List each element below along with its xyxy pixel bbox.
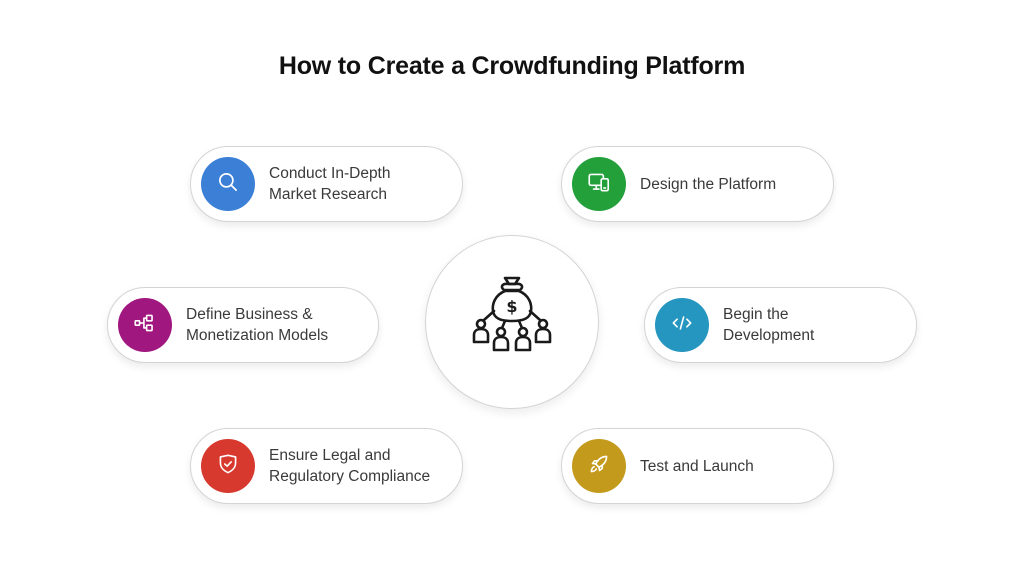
step-business-models: Define Business & Monetization Models [107, 287, 379, 363]
code-icon [669, 310, 695, 341]
page-title: How to Create a Crowdfunding Platform [278, 52, 746, 80]
shield-check-icon [215, 451, 241, 482]
search-icon [215, 169, 241, 200]
step-icon-circle [118, 298, 172, 352]
step-icon-circle [572, 439, 626, 493]
devices-icon [586, 169, 612, 200]
money-bag-crowd-icon: $ [462, 270, 562, 375]
step-label: Conduct In-Depth Market Research [269, 165, 391, 203]
step-icon-circle [201, 157, 255, 211]
step-market-research: Conduct In-Depth Market Research [190, 146, 463, 222]
hierarchy-icon [132, 310, 158, 341]
step-development: Begin the Development [644, 287, 917, 363]
step-design-platform: Design the Platform [561, 146, 834, 222]
step-icon-circle [201, 439, 255, 493]
svg-text:$: $ [506, 297, 517, 316]
rocket-icon [586, 451, 612, 482]
step-label: Begin the Development [723, 306, 815, 344]
center-hub: $ [425, 235, 599, 409]
step-icon-circle [655, 298, 709, 352]
step-label: Ensure Legal and Regulatory Compliance [269, 447, 431, 485]
step-label: Design the Platform [640, 175, 777, 193]
step-label: Define Business & Monetization Models [186, 306, 329, 344]
step-icon-circle [572, 157, 626, 211]
step-label: Test and Launch [640, 457, 754, 475]
step-test-launch: Test and Launch [561, 428, 834, 504]
step-legal-compliance: Ensure Legal and Regulatory Compliance [190, 428, 463, 504]
